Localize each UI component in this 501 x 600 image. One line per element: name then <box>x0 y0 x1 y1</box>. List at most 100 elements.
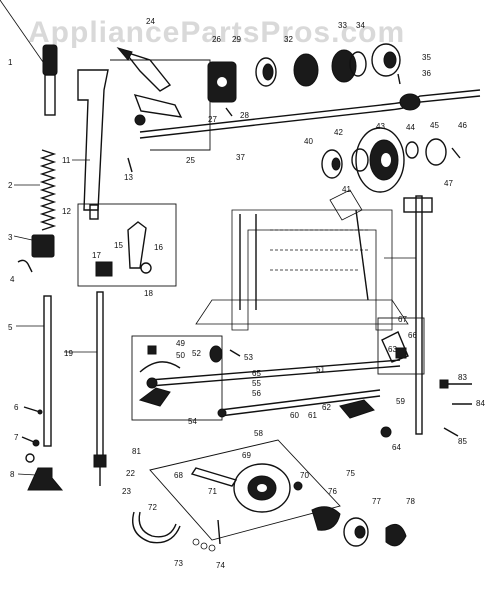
rod-part-47 <box>384 195 433 435</box>
bushing-part-42 <box>351 148 369 172</box>
label-part-1: 1 <box>8 58 13 67</box>
label-part-2: 2 <box>8 181 13 190</box>
feed-bar-part-50 <box>138 387 171 407</box>
group-box-25 <box>110 59 211 151</box>
label-part-70: 70 <box>300 471 309 480</box>
label-part-28: 28 <box>240 111 249 120</box>
take-up-lever-part-24 <box>116 47 172 92</box>
bracket-part-66 <box>381 331 409 363</box>
label-part-84: 84 <box>476 399 485 408</box>
label-part-49: 49 <box>176 339 185 348</box>
screw-part-53 <box>229 349 241 357</box>
label-part-81: 81 <box>132 447 141 456</box>
label-part-56: 56 <box>252 389 261 398</box>
label-part-64: 64 <box>392 443 401 452</box>
block-part-17 <box>95 261 113 277</box>
screw-part-27 <box>225 107 233 117</box>
part-labels: 1 2 3 4 5 6 7 8 11 12 13 15 16 17 18 19 … <box>8 17 485 570</box>
label-part-37: 37 <box>236 153 245 162</box>
label-part-51: 51 <box>316 365 325 374</box>
label-part-55: 55 <box>252 379 261 388</box>
needle-bar-part-19 <box>64 291 104 463</box>
clamp-part-3 <box>13 234 55 258</box>
latch-part-78 <box>385 523 407 547</box>
label-part-52: 52 <box>192 349 201 358</box>
label-part-4: 4 <box>10 275 15 284</box>
bobbin-case-part-71 <box>233 463 291 513</box>
label-part-5: 5 <box>8 323 13 332</box>
presser-bar-part-5 <box>16 295 52 447</box>
label-part-43: 43 <box>376 122 385 131</box>
driver-part-68 <box>190 467 238 487</box>
group-box-75 <box>149 439 341 541</box>
arm-part-15 <box>127 221 147 269</box>
screw-part-4 <box>17 259 33 273</box>
label-part-69: 69 <box>242 451 251 460</box>
label-part-29: 29 <box>232 35 241 44</box>
bushing-part-35 <box>371 43 401 77</box>
label-part-16: 16 <box>154 243 163 252</box>
ring-part-72 <box>132 511 181 544</box>
label-part-22: 22 <box>126 469 135 478</box>
pin-part-36 <box>397 73 401 85</box>
label-part-54: 54 <box>188 417 197 426</box>
needle-bar-frame-part-11 <box>72 69 109 211</box>
chain-part-74 <box>192 519 221 552</box>
label-part-44: 44 <box>406 123 415 132</box>
screw-part-12 <box>89 204 99 220</box>
group-box-18 <box>77 203 177 287</box>
label-part-15: 15 <box>114 241 123 250</box>
link-part-29 <box>133 93 183 126</box>
tension-disc-part-32 <box>255 57 277 87</box>
shaft-part-51 <box>146 359 401 389</box>
spring-part-2 <box>14 149 57 231</box>
nut-part-34 <box>331 49 367 83</box>
bobbin-part-77 <box>343 517 369 547</box>
screw-part-70 <box>293 481 303 491</box>
label-part-63: 63 <box>388 345 397 354</box>
label-part-12: 12 <box>62 207 71 216</box>
label-part-58: 58 <box>254 429 263 438</box>
handwheel-part-43 <box>355 127 405 193</box>
label-part-18: 18 <box>144 289 153 298</box>
label-part-3: 3 <box>8 233 13 242</box>
bobbin-case-part-76 <box>311 506 341 531</box>
main-shaft-part-37 <box>139 89 481 139</box>
label-part-35: 35 <box>422 53 431 62</box>
label-part-61: 61 <box>308 411 317 420</box>
clamp-part-62 <box>339 399 392 438</box>
label-part-72: 72 <box>148 503 157 512</box>
label-part-50: 50 <box>176 351 185 360</box>
label-part-11: 11 <box>62 156 71 165</box>
label-part-67: 67 <box>398 315 407 324</box>
label-part-32: 32 <box>284 35 293 44</box>
rock-shaft-part-57 <box>217 389 381 418</box>
label-part-42: 42 <box>334 128 343 137</box>
label-part-62: 62 <box>322 403 331 412</box>
label-part-83: 83 <box>458 373 467 382</box>
spring-part-33 <box>293 53 319 87</box>
label-part-7: 7 <box>14 433 19 442</box>
gear-part-40 <box>321 149 343 179</box>
label-part-25: 25 <box>186 156 195 165</box>
label-part-6: 6 <box>14 403 19 412</box>
hub-part-26 <box>207 61 237 103</box>
label-part-24: 24 <box>146 17 155 26</box>
label-part-71: 71 <box>208 487 217 496</box>
label-part-75: 75 <box>346 469 355 478</box>
label-part-78: 78 <box>406 497 415 506</box>
label-part-19: 19 <box>64 349 73 358</box>
label-part-33: 33 <box>338 21 347 30</box>
label-part-41: 41 <box>342 185 351 194</box>
needle-part-23 <box>93 454 107 486</box>
feed-dog-part-49 <box>139 345 181 373</box>
washer-part-52 <box>209 345 223 363</box>
label-part-36: 36 <box>422 69 431 78</box>
label-part-47: 47 <box>444 179 453 188</box>
screw-part-6 <box>23 406 43 415</box>
label-part-85: 85 <box>458 437 467 446</box>
label-part-66: 66 <box>408 331 417 340</box>
label-part-74: 74 <box>216 561 225 570</box>
screw-part-13 <box>127 157 133 173</box>
